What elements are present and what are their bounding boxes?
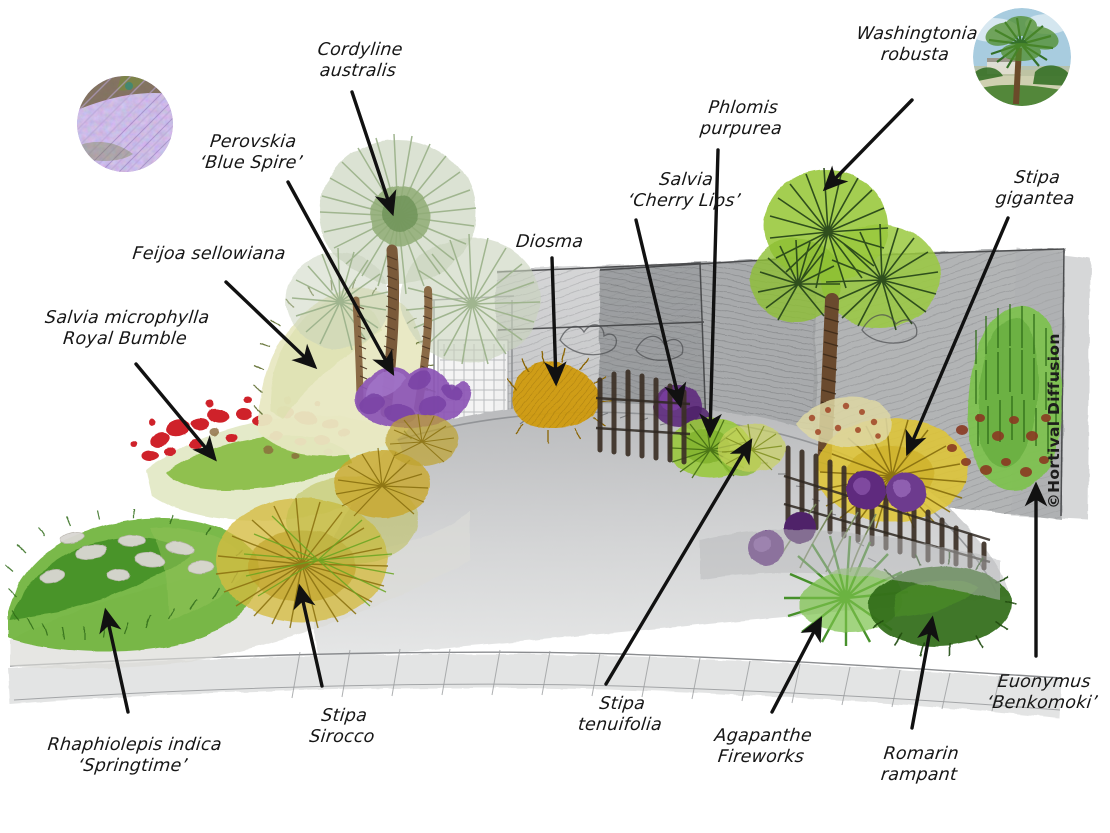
label-euonymus-benkomoki: Euonymus ‘Benkomoki’ [985,672,1099,714]
label-romarin-rampant: Romarin rampant [879,744,960,786]
perovskia-plant [355,367,471,428]
label-stipa-gigantea: Stipa gigantea [994,168,1076,210]
right-bed-shading [700,529,1000,600]
label-cordyline-australis: Cordyline australis [316,40,404,82]
label-perovskia-blue-spire: Perovskia ‘Blue Spire’ [198,132,304,174]
copyright-notice: ©Hortival Diffusion [1045,333,1063,509]
label-stipa-tenuifolia: Stipa tenuifolia [576,694,663,736]
label-agapanthe-fireworks: Agapanthe Fireworks [713,726,813,768]
label-phlomis-purpurea: Phlomis purpurea [698,98,783,140]
label-stipa-sirocco: Stipa Sirocco [308,706,376,748]
stipa-sirocco-plant [215,413,458,629]
perovskia-photo [77,76,173,172]
label-diosma: Diosma [515,232,585,252]
label-salvia-cherry-lips: Salvia ‘Cherry Lips’ [626,170,742,212]
label-rhaphiolepis-indica-springtime: Rhaphiolepis indica ‘Springtime’ [46,735,223,777]
label-washingtonia-robusta: Washingtonia robusta [855,24,979,66]
stipa-tenuifolia-plant [718,423,786,472]
label-salvia-microphylla-royal-bumble: Salvia microphylla Royal Bumble [44,308,211,350]
label-feijoa-sellowiana: Feijoa sellowiana [131,244,287,264]
